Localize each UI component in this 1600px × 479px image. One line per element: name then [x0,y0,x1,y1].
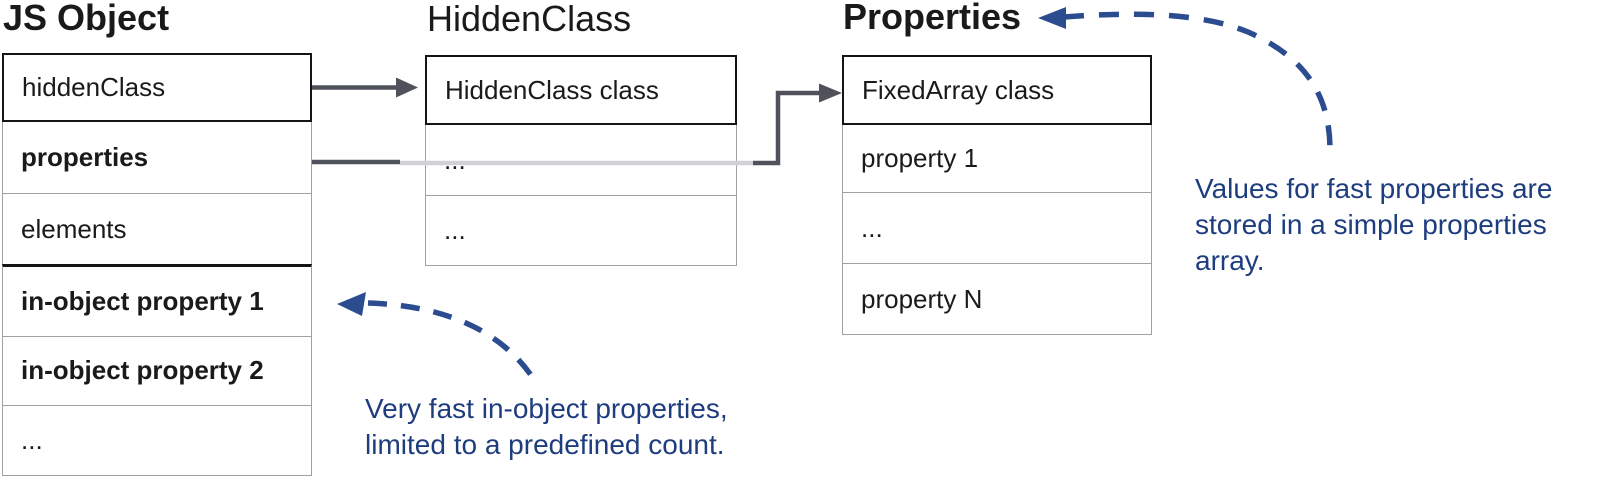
cell-label: in-object property 2 [21,355,264,386]
hiddenclass-title: HiddenClass [427,0,632,39]
cell-label: properties [21,142,149,172]
cell-label: ... [444,215,466,245]
cell-label: in-object property 1 [21,285,264,316]
annotation-fast-properties: Values for fast properties are stored in… [1195,171,1552,279]
js-object-row-elements: elements [2,193,312,266]
annotation-line: Values for fast properties are [1195,173,1553,204]
hiddenclass-ref-arrow [312,77,418,98]
hiddenclass-row-ellipsis-1: ... [425,123,737,197]
cell-label: FixedArray class [862,74,1055,105]
js-object-row-in-object-property-1: in-object property 1 [2,264,312,337]
annotation-line: stored in a simple properties [1195,209,1547,240]
cell-label: property N [861,283,983,314]
annotation-in-object-properties: Very fast in-object properties, limited … [365,391,728,463]
properties-table: FixedArray class property 1 ... property… [842,55,1152,335]
cell-label: property 1 [861,143,979,173]
cell-label: hiddenClass [22,72,166,102]
properties-row-property-1: property 1 [842,123,1152,194]
js-object-title: JS Object [3,0,170,38]
js-object-row-ellipsis: ... [2,405,312,476]
annotation-line: Very fast in-object properties, [365,393,728,424]
hiddenclass-row-class: HiddenClass class [425,55,737,125]
cell-label: ... [444,144,466,175]
js-object-row-properties: properties [2,120,312,195]
cell-label: elements [21,213,127,244]
properties-row-property-n: property N [842,263,1152,335]
annotation-line: limited to a predefined count. [365,429,725,460]
properties-row-ellipsis: ... [842,192,1152,265]
hiddenclass-row-ellipsis-2: ... [425,195,737,266]
annotation-arrow-in-object-properties [337,292,536,380]
hiddenclass-table: HiddenClass class ... ... [425,55,737,266]
js-object-row-hiddenclass: hiddenClass [2,53,312,122]
cell-label: ... [21,425,43,455]
cell-label: ... [861,212,883,243]
annotation-line: array. [1195,245,1265,276]
properties-title: Properties [843,0,1022,37]
properties-row-fixedarray-class: FixedArray class [842,55,1152,125]
js-object-row-in-object-property-2: in-object property 2 [2,335,312,407]
cell-label: HiddenClass class [445,74,659,105]
js-object-table: hiddenClass properties elements in-objec… [2,53,312,477]
